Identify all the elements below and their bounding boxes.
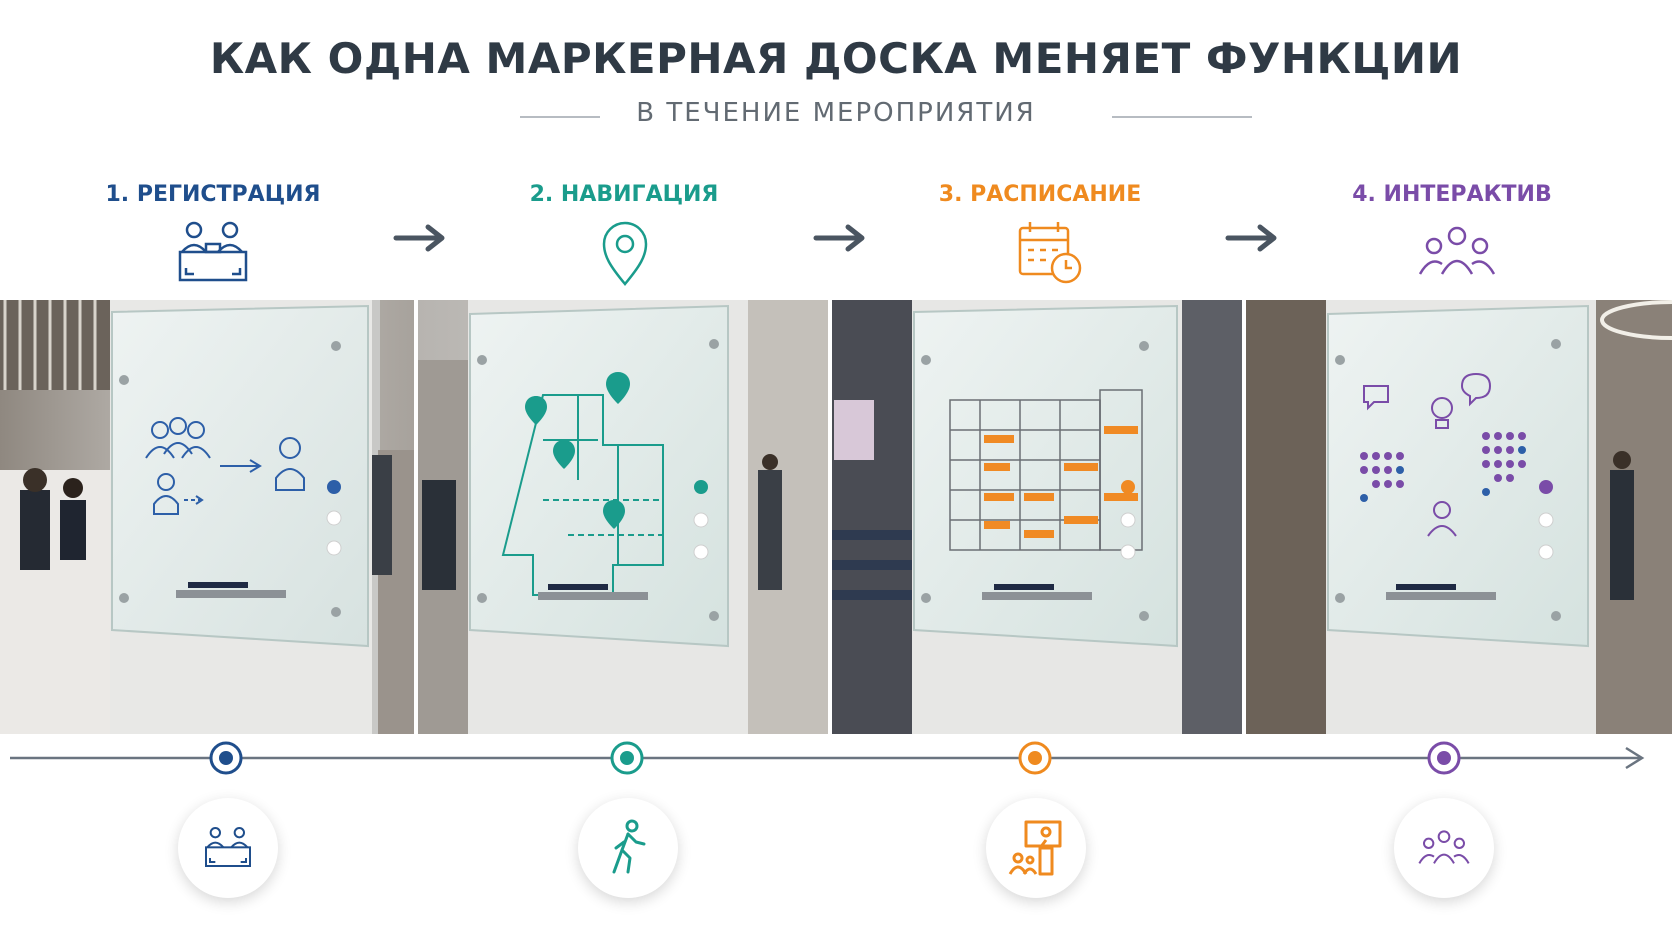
photo-panel-navigation <box>418 300 828 734</box>
timeline-node-navigation <box>610 741 644 775</box>
registration-desk-icon <box>178 221 248 282</box>
step-title-interactive: 4. ИНТЕРАКТИВ <box>1352 182 1552 207</box>
timeline <box>10 741 1645 775</box>
badge-interactive <box>1394 798 1494 898</box>
page-title: КАК ОДНА МАРКЕРНАЯ ДОСКА МЕНЯЕТ ФУНКЦИИ <box>209 34 1463 83</box>
badge-registration <box>178 798 278 898</box>
group-icon <box>1418 226 1496 275</box>
timeline-node-schedule <box>1018 741 1052 775</box>
map-pin-icon <box>602 221 648 286</box>
photo-panel-schedule <box>832 300 1242 734</box>
timeline-node-interactive <box>1427 741 1461 775</box>
calendar-clock-icon <box>1018 222 1082 284</box>
badge-schedule <box>986 798 1086 898</box>
presenter-icon <box>1008 820 1062 876</box>
badge-navigation <box>578 798 678 898</box>
photo-panel-registration <box>0 300 414 734</box>
subtitle-block: В ТЕЧЕНИЕ МЕРОПРИЯТИЯ <box>0 98 1672 138</box>
photo-panel-interactive <box>1246 300 1672 734</box>
page-subtitle: В ТЕЧЕНИЕ МЕРОПРИЯТИЯ <box>636 98 1036 128</box>
arrow-right-icon <box>1225 224 1277 252</box>
step-title-registration: 1. РЕГИСТРАЦИЯ <box>105 182 321 207</box>
group-icon <box>1418 830 1470 864</box>
walking-person-icon <box>612 819 646 874</box>
arrow-right-icon <box>813 224 865 252</box>
subtitle-right-rule <box>1112 116 1252 118</box>
step-title-schedule: 3. РАСПИСАНИЕ <box>938 182 1142 207</box>
step-title-navigation: 2. НАВИГАЦИЯ <box>529 182 719 207</box>
subtitle-left-rule <box>520 116 600 118</box>
arrow-right-icon <box>393 224 445 252</box>
registration-desk-icon <box>205 827 251 867</box>
timeline-node-registration <box>209 741 243 775</box>
